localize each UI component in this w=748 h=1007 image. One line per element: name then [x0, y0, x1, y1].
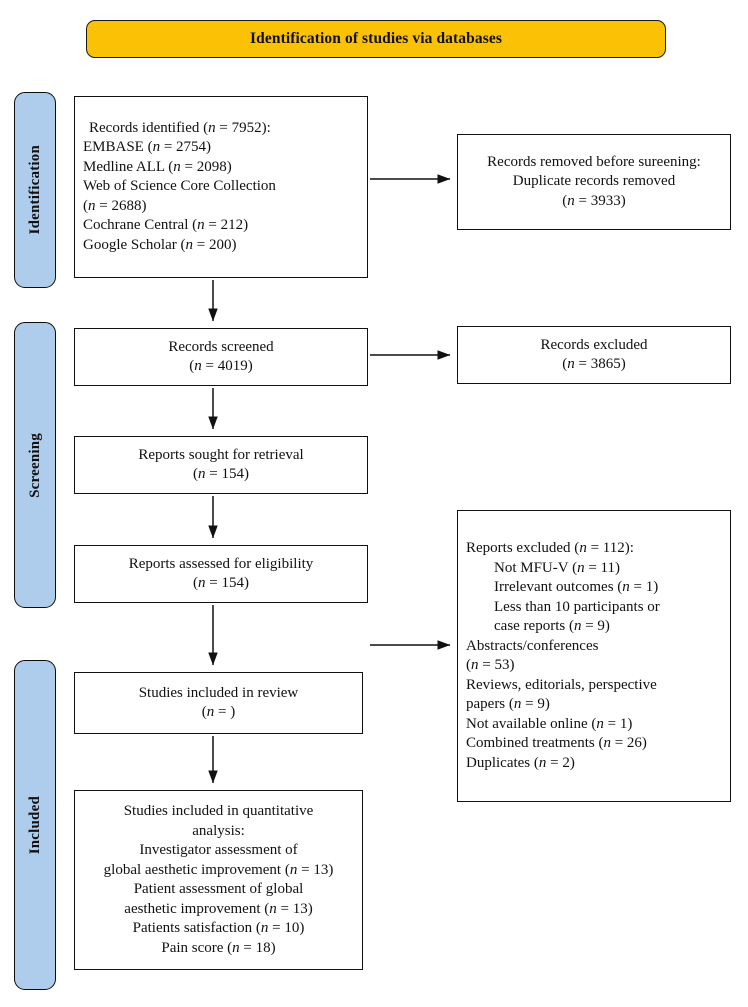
box-line: Not MFU-V (n = 11): [494, 559, 620, 576]
box-line: Patient assessment of global: [133, 881, 304, 897]
box-line: Records excluded: [540, 336, 648, 353]
box-line: Duplicate records removed: [512, 173, 676, 190]
box-line: Duplicates (n = 2): [466, 754, 575, 771]
box-line: Medline ALL (n = 2098): [83, 158, 232, 175]
box-line: Pain score (n = 18): [161, 939, 276, 956]
box-line: Records identified (n = 7952):: [89, 119, 271, 136]
box-line: Patients satisfaction (n = 10): [132, 920, 305, 936]
box-line: Cochrane Central (n = 212): [83, 217, 249, 234]
box-line: Reports assessed for eligibility: [128, 555, 314, 572]
box-line: (n = 154): [193, 466, 249, 482]
box-line: Combined treatments (n = 26): [466, 735, 647, 751]
box-line: papers (n = 9): [466, 696, 550, 712]
box-line: Reports sought for retrieval: [138, 446, 304, 463]
box-line: aesthetic improvement (n = 13): [124, 900, 313, 917]
box-line: case reports (n = 9): [494, 618, 610, 634]
box-line: global aesthetic improvement (n = 13): [103, 861, 334, 878]
box-line: Abstracts/conferences: [466, 637, 599, 654]
box-line: (n = 3933): [562, 192, 626, 209]
box-line: analysis:: [192, 822, 245, 839]
header-banner: Identification of studies via databases: [86, 20, 666, 58]
box-line: (n = 4019): [189, 358, 253, 374]
phase-bar-screening: Screening: [14, 322, 56, 608]
header-title: Identification of studies via databases: [250, 30, 502, 47]
box-line: Records screened: [168, 338, 274, 355]
box-records-excluded: Records excluded (n = 3865): [457, 326, 731, 384]
box-studies-quantitative-analysis: Studies included in quantitative analysi…: [74, 790, 363, 970]
box-line: (n = ): [201, 704, 236, 720]
box-reports-excluded: Reports excluded (n = 112): Not MFU-V (n…: [457, 510, 731, 802]
box-reports-sought: Reports sought for retrieval (n = 154): [74, 436, 368, 494]
box-records-removed: Records removed before sureening: Duplic…: [457, 134, 731, 230]
box-line: Reviews, editorials, perspective: [466, 676, 657, 693]
box-line: (n = 3865): [562, 356, 626, 372]
phase-bar-included: Included: [14, 660, 56, 990]
box-records-identified: Records identified (n = 7952): EMBASE (n…: [74, 96, 368, 278]
box-line: EMBASE (n = 2754): [83, 139, 212, 156]
box-line: Investigator assessment of: [139, 842, 298, 858]
box-line: (n = 53): [466, 657, 515, 673]
box-line: (n = 2688): [83, 197, 147, 214]
box-line: Less than 10 participants or: [494, 598, 660, 615]
box-records-screened: Records screened (n = 4019): [74, 328, 368, 386]
box-line: Studies included in quantitative: [123, 803, 314, 819]
box-line: Irrelevant outcomes (n = 1): [494, 579, 659, 595]
phase-bar-identification: Identification: [14, 92, 56, 288]
box-line: Records removed before sureening:: [487, 153, 701, 170]
box-line: (n = 154): [193, 575, 249, 591]
box-line: Not available online (n = 1): [466, 715, 633, 732]
box-line: Web of Science Core Collection: [83, 178, 276, 195]
box-line: Google Scholar (n = 200): [83, 236, 237, 253]
box-line: Reports excluded (n = 112):: [466, 540, 634, 556]
box-studies-included-review: Studies included in review (n = ): [74, 672, 363, 734]
box-line: Studies included in review: [138, 684, 299, 701]
box-reports-assessed: Reports assessed for eligibility (n = 15…: [74, 545, 368, 603]
